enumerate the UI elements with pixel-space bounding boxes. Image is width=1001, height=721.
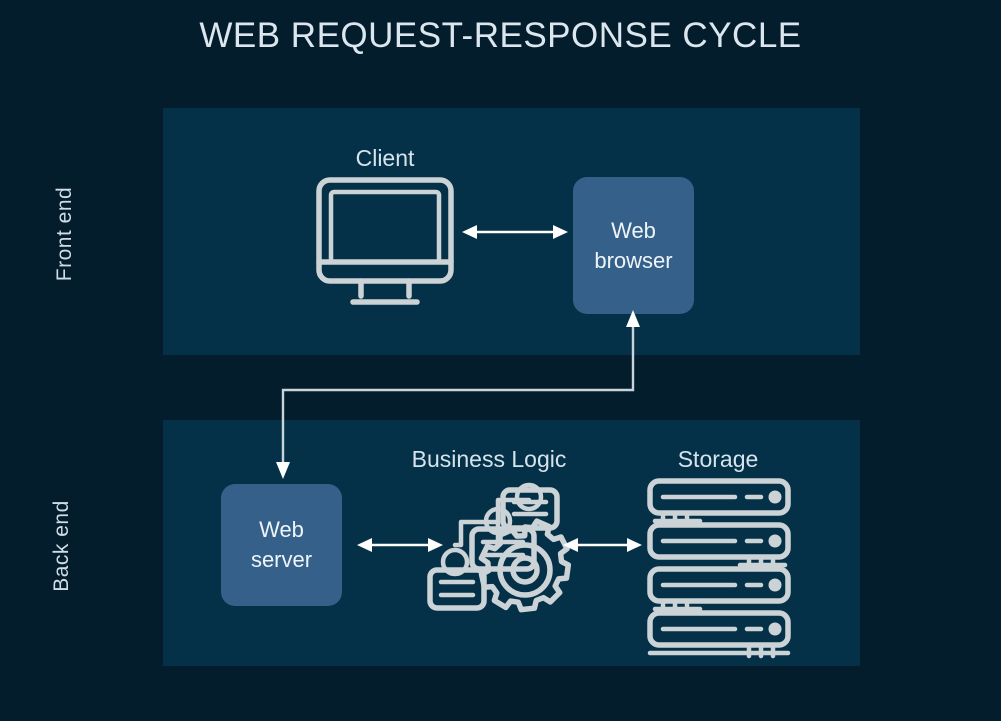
client-caption: Client	[355, 145, 415, 171]
web-server-node[interactable]: Web server	[221, 484, 342, 606]
front-end-tier-label: Front end	[53, 186, 76, 282]
business-logic-caption: Business Logic	[411, 446, 567, 472]
web-browser-node[interactable]: Web browser	[573, 177, 694, 314]
front-end-panel	[163, 108, 860, 355]
back-end-tier-label: Back end	[50, 500, 73, 592]
storage-caption: Storage	[677, 446, 759, 472]
page-title: WEB REQUEST-RESPONSE CYCLE	[199, 16, 802, 55]
